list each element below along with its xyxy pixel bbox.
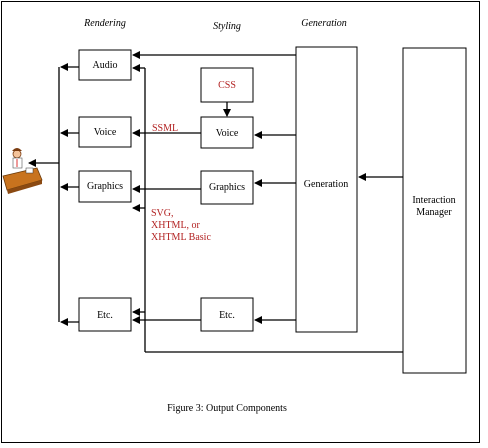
styling-header: Styling — [213, 21, 241, 32]
rendering-graphics-label: Graphics — [87, 181, 123, 192]
css-box: CSS — [200, 67, 254, 103]
css-label: CSS — [218, 80, 236, 91]
rendering-voice-box: Voice — [78, 116, 132, 148]
styling-graphics-label: Graphics — [209, 182, 245, 193]
interaction-manager-label-line1: Interaction — [412, 195, 455, 206]
person-at-desk-icon — [2, 148, 43, 194]
generation-header: Generation — [301, 18, 347, 29]
styling-voice-label: Voice — [216, 128, 239, 139]
rendering-voice-label: Voice — [94, 127, 117, 138]
rendering-audio-label: Audio — [93, 60, 118, 71]
graphics-format-line3: XHTML Basic — [151, 232, 211, 243]
rendering-etc-label: Etc. — [97, 310, 113, 321]
styling-etc-box: Etc. — [200, 297, 254, 332]
graphics-format-line2: XHTML, or — [151, 220, 201, 231]
rendering-graphics-box: Graphics — [78, 170, 132, 203]
rendering-etc-box: Etc. — [78, 297, 132, 332]
styling-graphics-box: Graphics — [200, 170, 254, 205]
interaction-manager-label-line2: Manager — [416, 207, 452, 218]
rendering-audio-box: Audio — [78, 49, 132, 81]
styling-voice-box: Voice — [200, 116, 254, 149]
rendering-header: Rendering — [83, 18, 126, 29]
styling-etc-label: Etc. — [219, 310, 235, 321]
interaction-manager-box: Interaction Manager — [402, 47, 467, 374]
generation-label: Generation — [304, 179, 348, 190]
figure-border — [1, 1, 480, 443]
generation-box: Generation — [295, 46, 358, 333]
ssml-annotation: SSML — [152, 123, 178, 134]
figure-caption: Figure 3: Output Components — [167, 403, 287, 414]
graphics-format-line1: SVG, — [151, 208, 174, 219]
